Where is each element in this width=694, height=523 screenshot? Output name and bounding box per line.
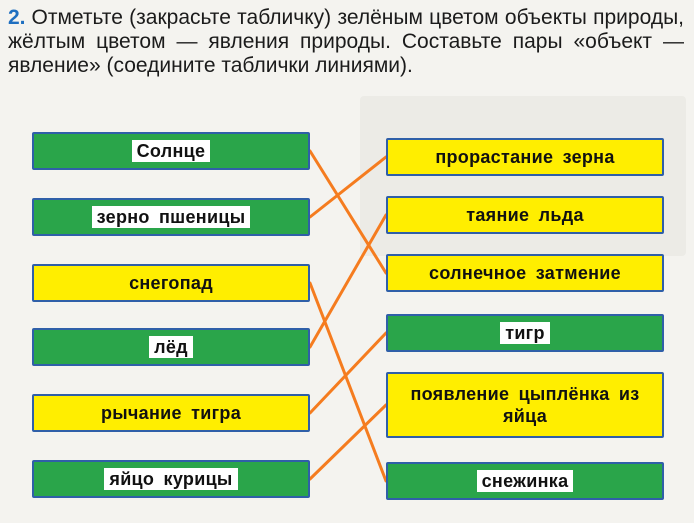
card-left-6[interactable]: яйцо курицы [32,460,310,498]
card-label: снежинка [476,470,574,492]
card-label: таяние льда [466,205,584,225]
card-label: снегопад [129,273,213,293]
card-right-2[interactable]: таяние льда [386,196,664,234]
card-label: зерно пшеницы [91,206,251,228]
task-number: 2. [8,6,26,29]
card-right-3[interactable]: солнечное затмение [386,254,664,292]
task-instruction: Отметьте (закрасьте табличку) зелёным цв… [8,6,684,77]
card-left-3[interactable]: снегопад [32,264,310,302]
card-right-6[interactable]: снежинка [386,462,664,500]
card-left-1[interactable]: Солнце [32,132,310,170]
card-left-2[interactable]: зерно пшеницы [32,198,310,236]
card-right-4[interactable]: тигр [386,314,664,352]
connection-line-5 [308,331,388,415]
card-label: тигр [500,322,550,344]
card-right-1[interactable]: прорастание зерна [386,138,664,176]
task-text: 2.Отметьте (закрасьте табличку) зелёным … [8,6,684,78]
card-left-5[interactable]: рычание тигра [32,394,310,432]
card-label: рычание тигра [100,403,242,423]
card-label: лёд [149,336,193,358]
card-label: яйцо курицы [104,468,238,490]
card-label: Солнце [131,140,211,162]
connection-line-3 [308,281,388,483]
connection-line-6 [308,403,388,481]
card-label: прорастание зерна [435,147,615,167]
card-label: появление цыплёнка из яйца [410,384,640,426]
card-right-5[interactable]: появление цыплёнка из яйца [386,372,664,438]
card-left-4[interactable]: лёд [32,328,310,366]
card-label: солнечное затмение [429,263,621,283]
